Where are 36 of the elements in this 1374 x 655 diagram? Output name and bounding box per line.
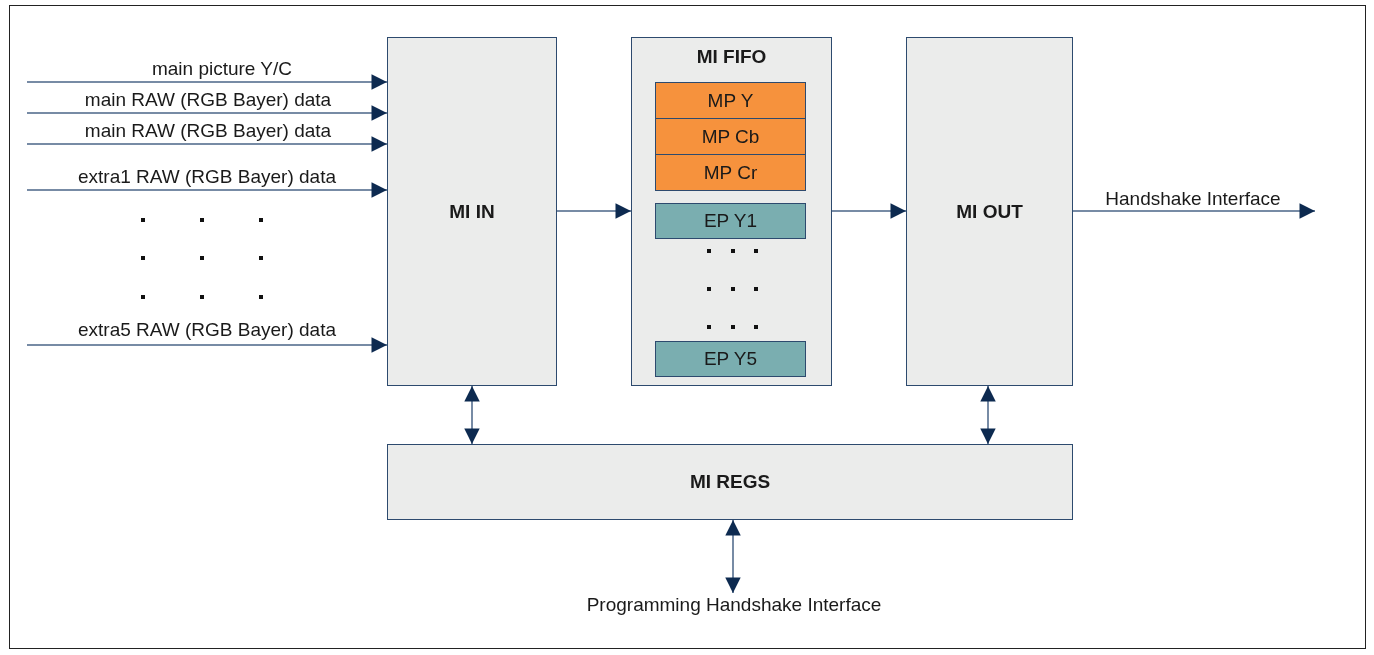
edge-label: main RAW (RGB Bayer) data	[84, 120, 332, 142]
block-title: MP Cr	[703, 161, 758, 184]
arrow	[26, 337, 388, 353]
block-title: EP Y1	[703, 210, 758, 232]
buffer-row	[655, 82, 806, 119]
edge-label: main picture Y/C	[151, 58, 293, 80]
block-title: Programming Handshake Interface	[586, 594, 882, 616]
block-title: MI REGS	[689, 471, 771, 493]
buffer-row	[655, 118, 806, 155]
block-title: MI FIFO	[696, 46, 767, 68]
buffer-row	[655, 203, 806, 239]
edge-label: extra1 RAW (RGB Bayer) data	[78, 166, 336, 188]
arrow	[26, 105, 388, 121]
module-block	[906, 37, 1073, 386]
arrow	[26, 182, 388, 198]
module-block	[387, 444, 1073, 520]
arrow	[26, 74, 388, 90]
arrow	[725, 519, 741, 594]
edge-label: extra5 RAW (RGB Bayer) data	[78, 319, 336, 341]
arrow	[980, 385, 996, 445]
arrow	[556, 203, 632, 219]
buffer-row	[655, 154, 806, 191]
block-title: MP Cb	[701, 125, 760, 148]
block-title: EP Y5	[703, 348, 758, 370]
block-title: MI OUT	[956, 200, 1023, 223]
arrow	[831, 203, 907, 219]
block-title: MI IN	[449, 200, 495, 223]
arrow	[26, 136, 388, 152]
block-title: MP Y	[707, 89, 754, 112]
arrow	[464, 385, 480, 445]
edge-label: main RAW (RGB Bayer) data	[84, 89, 332, 111]
module-block	[387, 37, 557, 386]
edge-label: Handshake Interface	[1105, 188, 1281, 210]
fifo-block	[631, 37, 832, 386]
buffer-row	[655, 341, 806, 377]
arrow	[1072, 203, 1316, 219]
